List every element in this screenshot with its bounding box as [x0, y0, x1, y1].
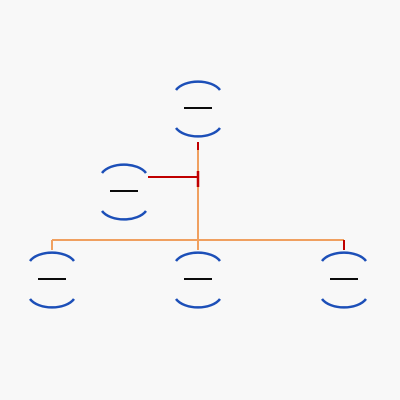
node-assistant[interactable]	[100, 163, 148, 221]
node-top-arc	[174, 80, 222, 91]
node-manager[interactable]	[174, 80, 222, 138]
node-top-arc	[28, 251, 76, 262]
node-bottom-arc	[100, 210, 148, 221]
node-bottom-arc	[28, 298, 76, 309]
connector-lines	[51, 142, 345, 250]
node-bottom-arc	[174, 127, 222, 138]
node-subordinate-left[interactable]	[28, 251, 76, 309]
node-bottom-arc	[320, 298, 368, 309]
node-subordinate-right[interactable]	[320, 251, 368, 309]
node-bottom-arc	[174, 298, 222, 309]
node-top-arc	[320, 251, 368, 262]
node-subordinate-middle[interactable]	[174, 251, 222, 309]
node-top-arc	[174, 251, 222, 262]
node-top-arc	[100, 163, 148, 174]
